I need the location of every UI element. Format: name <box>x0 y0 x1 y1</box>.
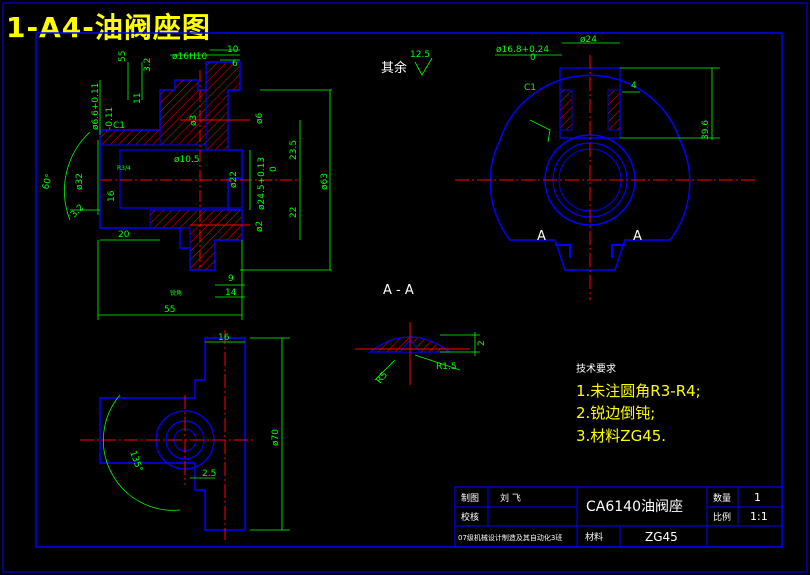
side-view: 16 ø70 135° 2.5 <box>80 330 290 540</box>
section-dim-d2: 2 <box>477 340 487 346</box>
dim-sharp: 锐角 <box>170 289 182 297</box>
dim-d32: ø32 <box>75 173 85 190</box>
tech-item-3: 3.材料ZG45. <box>576 427 666 445</box>
top-dim-d168b: 0 <box>530 53 536 63</box>
section-title: A - A <box>383 283 414 298</box>
dim-d16h10: ø16H10 <box>172 52 207 62</box>
dim-d66: ø6.6+0.11 <box>91 83 101 130</box>
section-dim-r15: R1.5 <box>436 362 457 372</box>
tb-scale: 1:1 <box>750 510 768 523</box>
tb-part-name: CA6140油阀座 <box>586 499 683 515</box>
dim-d20: 20 <box>118 230 130 240</box>
section-label-left: A <box>537 229 546 244</box>
tb-scale-label: 比例 <box>713 511 731 523</box>
top-dim-d168: ø16.8+0.24 <box>496 45 549 55</box>
dim-d14: 14 <box>225 288 237 298</box>
side-dim-d135: 135° <box>127 450 144 474</box>
section-aa: A - A 2 R1.5 R5 <box>355 283 487 386</box>
dim-d55-small: 55 <box>118 51 128 62</box>
dim-d22b: 22 <box>289 207 299 218</box>
tb-school: 07级机械设计制造及其自动化3班 <box>458 533 562 542</box>
dim-r34: R3/4 <box>117 165 131 172</box>
tb-qty: 1 <box>754 491 761 504</box>
tb-check-label: 校核 <box>461 511 479 523</box>
dim-d55: 55 <box>164 305 175 315</box>
top-dim-d396: 39.6 <box>701 120 711 140</box>
dim-d16: 16 <box>107 190 117 202</box>
section-label-right: A <box>633 229 642 244</box>
roughness-note: 其余 12.5 <box>381 50 433 76</box>
dim-d245b: 0 <box>269 166 279 172</box>
tb-material: ZG45 <box>645 530 678 544</box>
title-block: 制图 刘 飞 校核 数量 比例 材料 07级机械设计制造及其自动化3班 CA61… <box>454 486 783 548</box>
top-dim-c1: C1 <box>524 83 536 93</box>
drawing-title: 1-A4-油阀座图 <box>6 11 211 44</box>
section-dim-r5: R5 <box>375 370 390 386</box>
dim-d2: ø2 <box>255 221 265 232</box>
dim-d235: 23.5 <box>289 140 299 160</box>
tb-drawn-label: 制图 <box>461 492 479 504</box>
side-dim-d16: 16 <box>218 333 230 343</box>
tech-requirements: 技术要求 1.未注圆角R3-R4; 2.锐边倒钝; 3.材料ZG45. <box>576 362 701 445</box>
dim-d245: ø24.5+0.13 <box>257 157 267 210</box>
tb-material-label: 材料 <box>585 531 603 543</box>
dim-d10: 10 <box>227 45 239 55</box>
dim-c1: C1 <box>113 121 125 131</box>
roughness-other: 其余 <box>381 60 407 76</box>
tech-item-1: 1.未注圆角R3-R4; <box>576 382 701 400</box>
roughness-value: 12.5 <box>410 50 430 60</box>
top-dim-d4: 4 <box>631 81 637 91</box>
side-dim-d25: 2.5 <box>202 469 216 479</box>
tech-item-2: 2.锐边倒钝; <box>576 404 655 422</box>
side-dim-d70: ø70 <box>271 429 281 446</box>
dim-d66b: -0.11 <box>105 107 115 130</box>
top-dim-d24: ø24 <box>580 35 597 45</box>
dim-d6: 6 <box>232 59 238 69</box>
top-view: ø16.8+0.24 0 ø24 C1 4 39.6 A A <box>455 35 755 300</box>
dim-d3a: ø3 <box>189 115 199 126</box>
dim-d11: 11 <box>133 93 143 104</box>
dim-d32-small: 3.2 <box>143 58 153 72</box>
dim-d22: ø22 <box>229 171 239 188</box>
dim-d3b: 3.2 <box>69 203 86 220</box>
front-view: ø16H10 10 6 55 3.2 11 ø6.6+0.11 -0.11 C1… <box>41 45 332 320</box>
tb-qty-label: 数量 <box>713 492 731 504</box>
dim-d6b: ø6 <box>255 112 265 124</box>
dim-d105: ø10.5 <box>174 155 200 165</box>
dim-d60: 60° <box>41 173 55 191</box>
tech-heading: 技术要求 <box>576 362 616 375</box>
tb-drawn-name: 刘 飞 <box>500 492 521 504</box>
drawing-border <box>35 32 783 548</box>
dim-d63: ø63 <box>320 173 330 190</box>
dim-d9: 9 <box>228 274 234 284</box>
